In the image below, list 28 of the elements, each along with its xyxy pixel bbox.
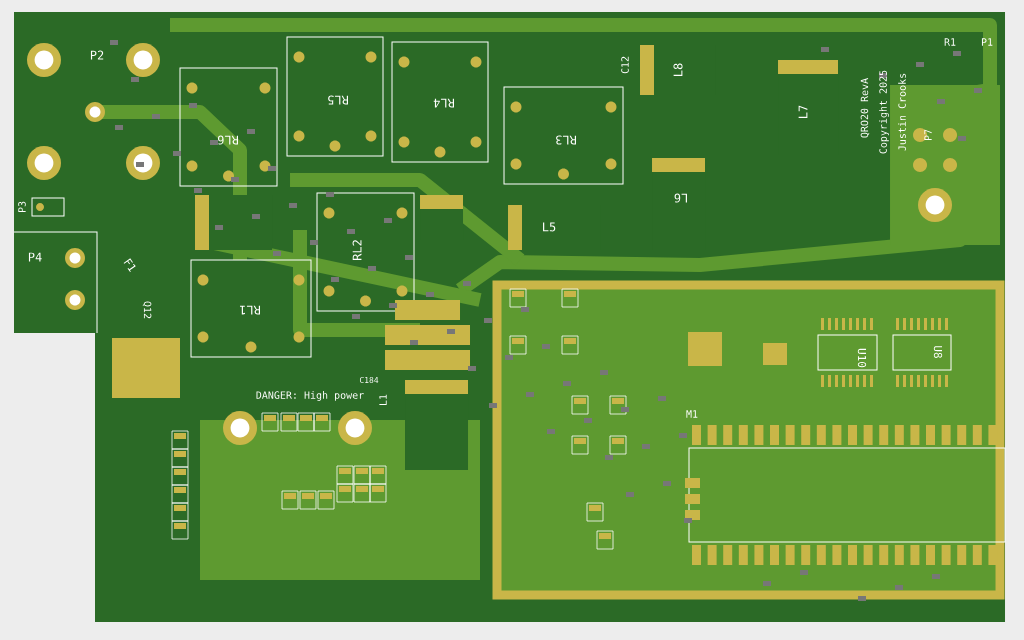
silkscreen-label: QRO20 RevA	[860, 78, 870, 138]
silkscreen-label: DANGER: High power	[256, 391, 364, 401]
silkscreen-label: RL2	[352, 240, 362, 260]
silkscreen-label: Copyright 2025	[879, 70, 889, 154]
silkscreen-label: RL1	[240, 305, 260, 315]
silkscreen-label: Justin Crooks	[898, 73, 906, 151]
silkscreen-label: C12	[621, 56, 629, 74]
silkscreen-label: P4	[28, 252, 42, 262]
silkscreen-label: RL3	[556, 135, 576, 145]
silkscreen-label: L1	[379, 394, 387, 405]
silkscreen-label: C184	[359, 376, 379, 384]
silkscreen-label: L6	[674, 193, 687, 203]
silkscreen-label: P2	[90, 50, 104, 60]
silkscreen-label: RL5	[328, 95, 348, 105]
silkscreen-label: M1	[686, 410, 698, 418]
silkscreen-label: P3	[18, 201, 26, 213]
silkscreen-label: P7	[924, 129, 932, 141]
silkscreen-label: R1	[944, 38, 956, 46]
silkscreen-label: L7	[798, 105, 808, 118]
silkscreen-label: RL4	[433, 98, 454, 108]
silkscreen-label: L5	[543, 222, 556, 232]
silkscreen-label: P1	[981, 38, 993, 46]
silkscreen-label: U8	[933, 346, 943, 358]
silkscreen-label: Q12	[142, 301, 152, 319]
silkscreen-label: F1	[123, 258, 136, 273]
silkscreen-label: RL6	[217, 135, 238, 145]
silkscreen-label: U10	[857, 348, 867, 368]
silkscreen-label: L8	[673, 63, 683, 76]
